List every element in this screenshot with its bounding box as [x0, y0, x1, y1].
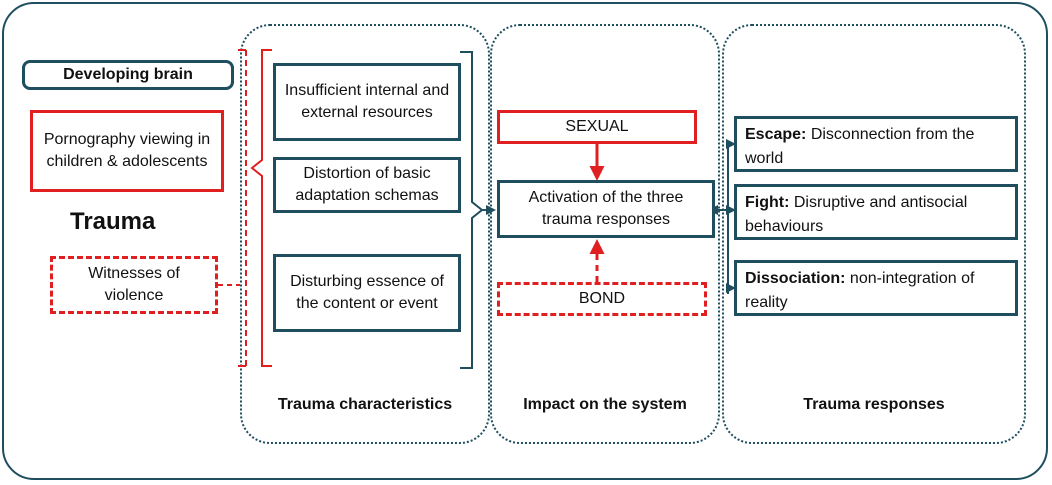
response-fight-text: Disruptive and antisocial behaviours [745, 194, 968, 235]
response-fight: Fight: Disruptive and antisocial behavio… [734, 184, 1018, 240]
response-dissociation-text: non-integration of reality [745, 270, 975, 311]
red-bracket [250, 49, 272, 367]
blue-bracket [460, 51, 484, 369]
panel-impact-on-system [490, 24, 720, 444]
label-impact-on-system: Impact on the system [523, 396, 687, 413]
activation-box: Activation of the three trauma responses [497, 180, 715, 238]
response-fight-head: Fight: [745, 194, 790, 211]
label-trauma-characteristics: Trauma characteristics [277, 396, 453, 413]
panel-trauma-responses [722, 24, 1026, 444]
response-escape-head: Escape: [745, 126, 807, 143]
characteristic-distortion: Distortion of basic adaptation schemas [273, 157, 461, 213]
bond-box: BOND [497, 282, 707, 316]
witnesses-box: Witnesses of violence [50, 256, 218, 314]
panel-trauma-characteristics [240, 24, 490, 444]
response-dissociation: Dissociation: non-integration of reality [734, 260, 1018, 316]
label-trauma-responses: Trauma responses [803, 396, 945, 413]
characteristic-resources: Insufficient internal and external resou… [273, 63, 461, 141]
sexual-box: SEXUAL [497, 110, 697, 144]
outer-frame [2, 2, 1048, 480]
developing-brain-label: Developing brain [22, 60, 234, 90]
response-escape: Escape: Disconnection from the world [734, 116, 1018, 172]
pornography-box: Pornography viewing in children & adoles… [30, 110, 224, 192]
response-escape-text: Disconnection from the world [745, 126, 975, 167]
response-dissociation-head: Dissociation: [745, 270, 846, 287]
trauma-title: Trauma [70, 208, 156, 235]
characteristic-disturbing: Disturbing essence of the content or eve… [273, 254, 461, 332]
